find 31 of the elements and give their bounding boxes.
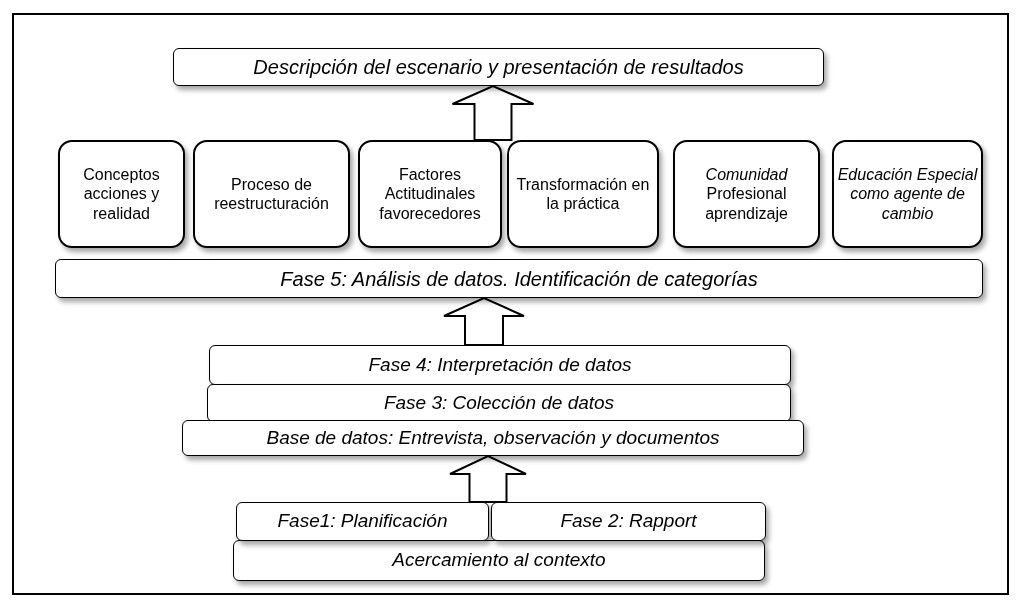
block-arrow bbox=[443, 296, 525, 346]
phase-box bbox=[207, 384, 791, 422]
phase-box bbox=[173, 48, 824, 86]
phase-box bbox=[182, 420, 804, 456]
node-label: Educación Especial como agente de cambio bbox=[836, 165, 979, 223]
node-label: Fase 4: Interpretación de datos bbox=[368, 353, 632, 377]
category-box bbox=[58, 140, 185, 248]
node-label: Transformación en la práctica bbox=[515, 174, 651, 214]
category-box bbox=[193, 140, 350, 248]
node-label: Conceptos acciones y realidad bbox=[82, 165, 161, 223]
category-box bbox=[507, 140, 659, 248]
category-box bbox=[673, 140, 820, 248]
block-arrow bbox=[449, 454, 527, 503]
node-label: Comunidad Profesional aprendizaje bbox=[704, 165, 789, 223]
node-label: Base de datos: Entrevista, observación y documentos bbox=[266, 426, 720, 450]
node-label: Fase 5: Análisis de datos. Identificación de categorías bbox=[280, 266, 758, 291]
phase-box bbox=[236, 502, 489, 541]
node-label: Fase 3: Colección de datos bbox=[383, 391, 615, 415]
phase-box bbox=[491, 502, 766, 541]
block-arrow bbox=[451, 84, 535, 141]
node-label: Proceso de reestructuración bbox=[213, 174, 330, 214]
phase-box bbox=[209, 345, 791, 385]
node-label: Fase 2: Rapport bbox=[560, 510, 697, 533]
node-label: Descripción del escenario y presentación de resultados bbox=[253, 55, 744, 79]
node-label: Factores Actitudinales favorecedores bbox=[378, 165, 482, 223]
node-label: Acercamiento al contexto bbox=[392, 549, 606, 572]
phase-box bbox=[233, 540, 765, 581]
category-box bbox=[358, 140, 502, 248]
node-label: Fase1: Planificación bbox=[277, 510, 448, 533]
category-box bbox=[832, 140, 983, 248]
phase-box bbox=[55, 259, 983, 298]
